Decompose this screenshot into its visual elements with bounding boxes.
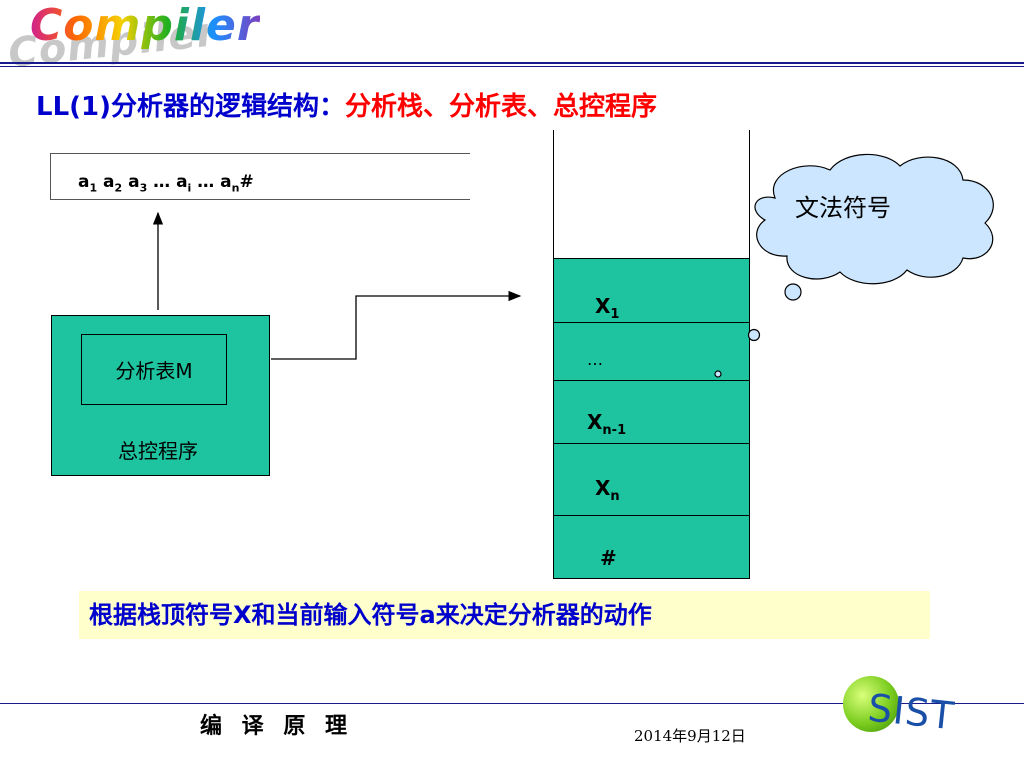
analysis-stack — [553, 258, 750, 579]
header-divider-thin — [0, 66, 1024, 67]
title-highlight: 分析栈、分析表、总控程序 — [345, 92, 658, 122]
input-symbol-subscript: 1 — [89, 181, 98, 195]
sist-logo-ball — [843, 676, 899, 732]
parse-table-box: 分析表M — [81, 334, 227, 405]
input-symbol-subscript: 2 — [114, 181, 123, 195]
stack-cell: X1 — [595, 294, 620, 322]
stack-cell: Xn — [595, 476, 620, 504]
input-symbol-subscript: i — [187, 181, 192, 195]
input-symbol: … a — [147, 172, 188, 192]
stack-divider — [553, 443, 750, 444]
stack-cell: # — [600, 546, 617, 570]
logo: Compiler — [30, 0, 260, 51]
header-divider — [0, 62, 1024, 64]
footer-divider — [0, 703, 1024, 704]
course-name: 编 译 原 理 — [200, 714, 353, 739]
input-tape-top-edge — [50, 153, 470, 154]
stack-wall-left — [553, 130, 554, 260]
stack-divider — [553, 515, 750, 516]
thought-bubble-large — [784, 283, 802, 301]
stack-divider — [553, 322, 750, 323]
input-symbol-subscript: n — [231, 181, 240, 195]
slide-date: 2014年9月12日 — [634, 727, 746, 745]
stack-cell: Xn-1 — [587, 410, 627, 438]
input-symbol-subscript: 3 — [139, 181, 148, 195]
input-symbol: a — [97, 172, 115, 192]
cloud-shape — [754, 153, 994, 285]
sist-logo-text: SIST — [865, 685, 957, 739]
explanation-note: 根据栈顶符号X和当前输入符号a来决定分析器的动作 — [79, 591, 930, 639]
thought-bubble-medium — [747, 328, 761, 342]
stack-cell: … — [587, 350, 603, 369]
input-symbol: … a — [191, 172, 232, 192]
stack-wall-right — [749, 130, 750, 260]
input-string: a1 a2 a3 … ai … an# — [78, 172, 254, 194]
input-tape-bottom-edge — [50, 199, 470, 200]
cloud-label: 文法符号 — [795, 194, 891, 222]
arrow-control-to-stack — [271, 290, 522, 360]
stack-divider — [553, 380, 750, 381]
title-prefix: LL(1)分析器的逻辑结构： — [36, 92, 345, 122]
input-symbol: # — [239, 172, 254, 192]
input-tape-left-edge — [50, 153, 51, 200]
thought-bubble-tiny — [714, 370, 722, 378]
input-symbol: a — [122, 172, 140, 192]
input-symbol: a — [78, 172, 90, 192]
thought-cloud — [747, 153, 994, 342]
control-program-label: 总控程序 — [118, 439, 198, 463]
slide-title: LL(1)分析器的逻辑结构：分析栈、分析表、总控程序 — [36, 86, 657, 123]
